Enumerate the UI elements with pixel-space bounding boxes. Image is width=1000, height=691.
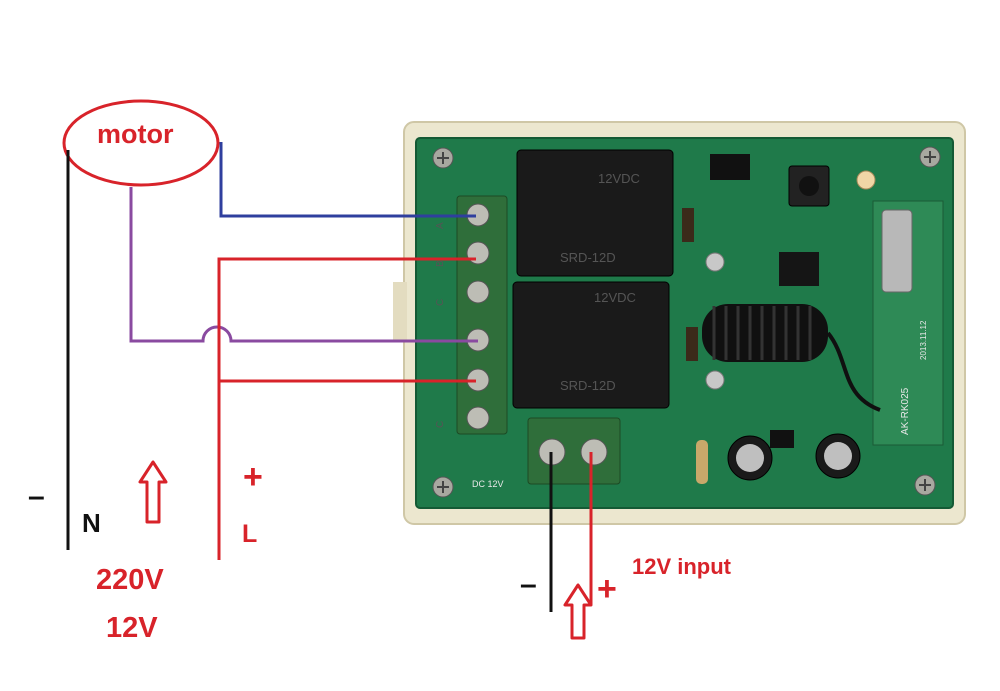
jumper	[710, 154, 750, 180]
arrow-up-icon	[138, 460, 168, 524]
diode	[686, 327, 698, 361]
terminal-block	[456, 195, 508, 435]
dc-input-label: DC 12V	[472, 479, 504, 489]
diode	[682, 208, 694, 242]
wire-motor-blue	[219, 142, 476, 218]
voltage-12-label: 12V	[106, 612, 158, 644]
relay-top	[516, 149, 674, 277]
motor-ellipse	[62, 99, 220, 187]
rf-module-label: AK-RK025	[900, 387, 911, 435]
terminal-mark-a: A	[435, 222, 446, 229]
antenna-coil	[702, 304, 881, 412]
case-side-tab	[393, 282, 407, 342]
rf-date-label: 2013.11.12	[919, 320, 928, 360]
screw-icon	[432, 147, 454, 169]
terminal-mark-b: B	[435, 260, 446, 267]
relay-top-model: SRD-12D	[560, 250, 616, 265]
screw-icon	[914, 474, 936, 496]
voltage-220-label: 220V	[96, 564, 164, 596]
capacitor	[815, 433, 861, 479]
wire-motor-purple	[129, 187, 478, 343]
minus-left-label: –	[28, 480, 45, 513]
relay-bottom-model: SRD-12D	[560, 378, 616, 393]
neutral-label: N	[82, 508, 101, 538]
plus-live-label: +	[243, 458, 263, 496]
small-led	[705, 252, 725, 390]
screw-icon	[919, 146, 941, 168]
minus-input-label: –	[520, 568, 537, 601]
relay-top-rating: 12VDC	[598, 171, 640, 186]
relay-bottom-rating: 12VDC	[594, 290, 636, 305]
relay-bottom	[512, 281, 670, 409]
terminal-mark-c: C	[435, 299, 446, 306]
input-12v-label: 12V input	[632, 554, 732, 579]
screw-icon	[432, 476, 454, 498]
wire-live	[217, 257, 476, 560]
crystal	[881, 209, 913, 293]
ic-chip	[779, 252, 819, 286]
resistor	[696, 440, 708, 484]
plus-input-label: +	[597, 570, 617, 608]
transistor	[770, 430, 794, 448]
motor-label: motor	[97, 119, 174, 149]
led	[856, 170, 876, 190]
terminal-mark-c2: C	[435, 421, 446, 428]
live-label: L	[242, 520, 258, 548]
capacitor	[727, 435, 773, 481]
terminal-marks: A B C C	[435, 222, 446, 428]
arrow-up-icon	[563, 583, 593, 640]
